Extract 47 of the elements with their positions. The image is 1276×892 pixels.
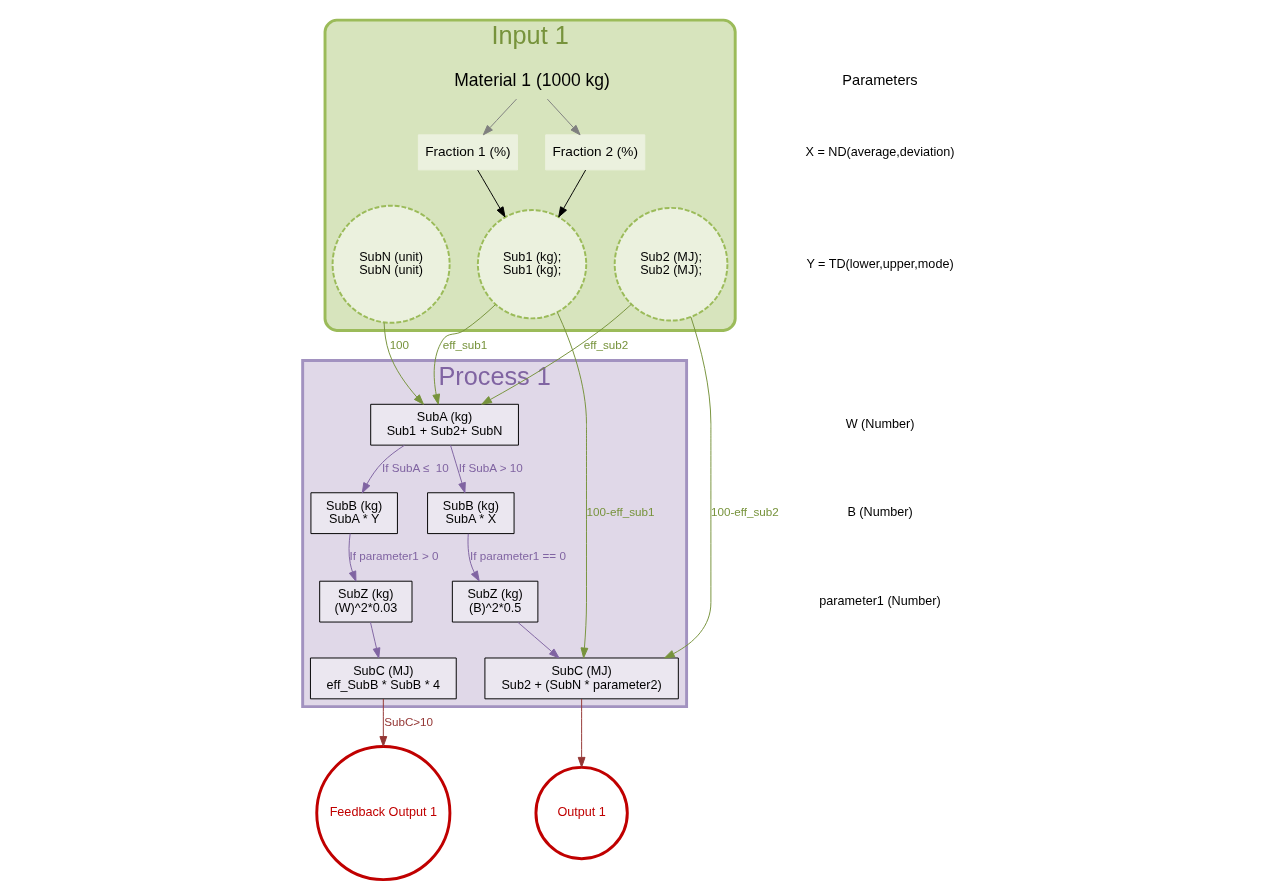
edge-label: eff_sub1 xyxy=(442,338,488,352)
edge-label: If SubA > 10 xyxy=(458,460,523,474)
arrow xyxy=(481,303,632,405)
node-circle: SubN (unit) SubN (unit) xyxy=(331,204,451,324)
node-box: SubB (kg) SubA * Y xyxy=(310,492,398,535)
arrow xyxy=(546,98,581,136)
arrow xyxy=(556,311,589,659)
label: B (Number) xyxy=(847,505,913,520)
edge-label: If parameter1 == 0 xyxy=(470,549,566,563)
edge-label: 100-eff_sub1 xyxy=(586,505,655,519)
arrow xyxy=(558,169,587,218)
label: parameter1 (Number) xyxy=(819,593,941,608)
node-circle: Feedback Output 1 xyxy=(315,745,452,882)
node-box: SubC (MJ) Sub2 + (SubN * parameter2) xyxy=(484,657,679,700)
arrow xyxy=(348,533,357,582)
node-box: Fraction 2 (%) xyxy=(545,134,646,171)
node-circle: Output 1 xyxy=(534,765,629,861)
arrow xyxy=(379,698,388,747)
arrow xyxy=(477,169,506,218)
node-circle: Sub2 (MJ); Sub2 (MJ); xyxy=(613,206,729,322)
arrow xyxy=(432,304,496,405)
edge-label: 100-eff_sub2 xyxy=(711,505,779,519)
node-box: SubZ (kg) (W)^2*0.03 xyxy=(319,580,413,623)
edge-label: If SubA ≤ 10 xyxy=(382,460,449,474)
node-box: SubB (kg) SubA * X xyxy=(427,492,515,535)
arrow xyxy=(482,98,517,136)
arrow xyxy=(467,533,480,582)
arrow xyxy=(361,444,405,494)
arrow xyxy=(383,322,424,405)
node-box: SubA (kg) Sub1 + Sub2+ SubN xyxy=(370,403,519,446)
label: Parameters xyxy=(842,71,918,88)
label: Y = TD(lower,upper,mode) xyxy=(806,256,954,271)
arrow xyxy=(450,444,466,494)
arrow xyxy=(517,621,560,659)
node-circle: Sub1 (kg); Sub1 (kg); xyxy=(476,209,588,320)
node-box: Fraction 1 (%) xyxy=(417,134,518,171)
node-text: Material 1 (1000 kg) xyxy=(454,69,610,90)
node-box: SubC (MJ) eff_SubB * SubB * 4 xyxy=(309,657,457,700)
arrow xyxy=(369,621,381,659)
edge-label: 100 xyxy=(389,338,410,352)
edge-label: SubC>10 xyxy=(384,714,434,728)
label: X = ND(average,deviation) xyxy=(805,144,955,159)
arrow xyxy=(577,698,586,768)
edge-label: eff_sub2 xyxy=(583,338,629,352)
node-box: SubZ (kg) (B)^2*0.5 xyxy=(451,580,539,623)
label: W (Number) xyxy=(845,417,915,432)
edge-label: If parameter1 > 0 xyxy=(349,549,439,563)
